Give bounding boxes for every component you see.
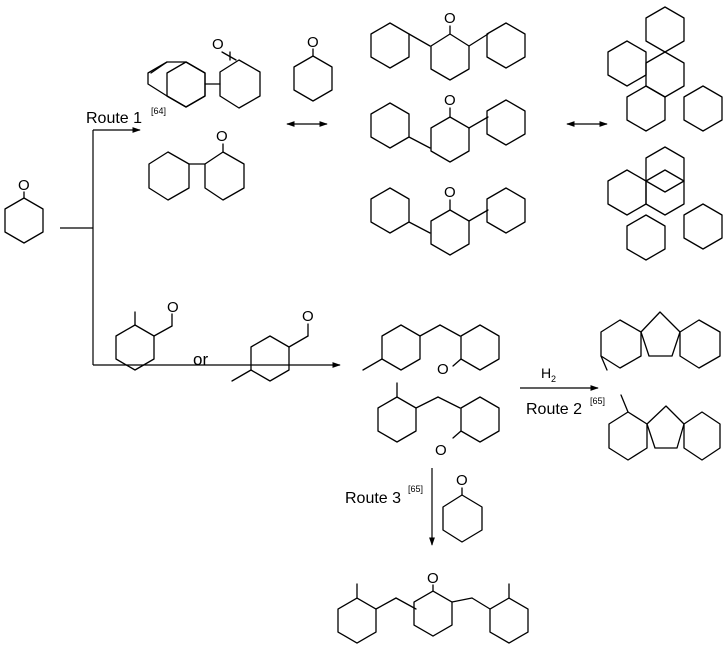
arrows [60, 121, 608, 546]
hexahydrotriphenylene [607, 146, 723, 261]
svg-text:O: O [444, 92, 456, 109]
cyclohexanone-reagent-1: O [293, 34, 333, 102]
2-methylbenzaldehyde: O [115, 299, 179, 371]
trimer-diylidene-ketone: O [370, 184, 526, 256]
svg-text:O: O [18, 177, 30, 194]
svg-text:O: O [437, 361, 449, 378]
route2-reagent: H [541, 365, 551, 381]
or-text: or [193, 350, 208, 369]
route1-text: Route 1 [86, 110, 142, 127]
route2-label: H 2 Route 2 [65] [526, 365, 605, 418]
4-methylbenzaldehyde: O [231, 308, 314, 382]
svg-text:O: O [307, 34, 319, 51]
route1-ref: [64] [151, 106, 166, 116]
2-methylbenzylidene-cyclohexanone: O [377, 382, 500, 459]
cyclohexanone-start: O [4, 177, 44, 244]
route3-label: Route 3 [65] [345, 484, 423, 507]
cyclohexanone-reagent-3: O [442, 472, 483, 543]
bis-2-methylbenzylidene-cyclohexanone: O [337, 570, 529, 644]
svg-text:O: O [456, 472, 468, 489]
svg-text:O: O [167, 299, 179, 316]
cyclohexenyl-cyclohexanone: O [147, 36, 261, 109]
methyl-fluorene-product-1 [600, 311, 721, 371]
dodecahydrotriphenylene [607, 6, 723, 132]
svg-text:O: O [444, 10, 456, 27]
svg-text:O: O [427, 570, 439, 587]
route1-label: Route 1 [64] [86, 106, 166, 127]
svg-text:O: O [435, 442, 447, 459]
4-methylbenzylidene-cyclohexanone: O [362, 324, 500, 378]
route2-text: Route 2 [526, 401, 582, 418]
cyclohexyl-cyclohexanone: O [148, 128, 245, 201]
route2-reagent-sub: 2 [551, 374, 556, 384]
methyl-fluorene-product-2 [608, 394, 721, 461]
trimer-dienyl-ketone: O [370, 10, 526, 81]
trimer-enyl-ylidene-ketone: O [370, 92, 526, 163]
route3-text: Route 3 [345, 490, 401, 507]
route3-ref: [65] [408, 484, 423, 494]
svg-text:O: O [302, 308, 314, 325]
svg-text:O: O [444, 184, 456, 201]
svg-text:O: O [216, 128, 228, 145]
route2-ref: [65] [590, 396, 605, 406]
svg-text:O: O [212, 36, 224, 53]
